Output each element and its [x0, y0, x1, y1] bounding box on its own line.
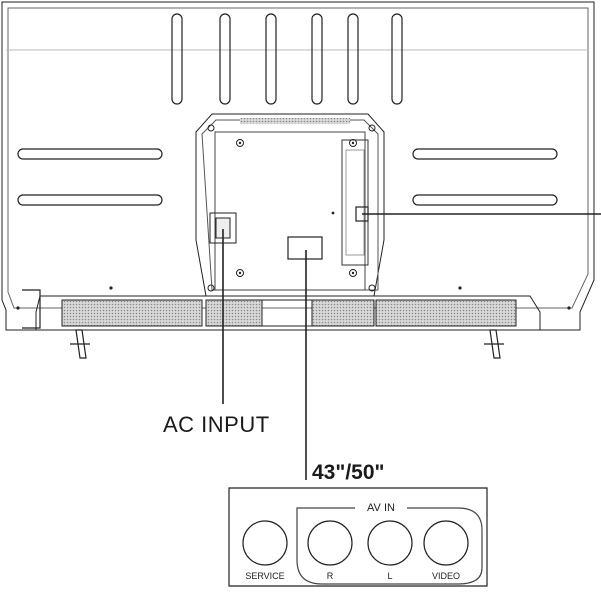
callout-lines: [222, 213, 601, 480]
tv-body: [1, 1, 595, 331]
jack-label-video: VIDEO: [432, 571, 460, 581]
jack-video: [423, 520, 469, 566]
jack-label-r: R: [327, 571, 334, 581]
stand-feet: [22, 289, 504, 359]
av-in-title-bg: [355, 500, 407, 514]
mounting-screws: [207, 124, 376, 292]
small-dots: [16, 141, 571, 310]
jack-service: [242, 520, 288, 566]
av-in-title: AV IN: [367, 502, 395, 514]
jack-l: [367, 520, 413, 566]
ac-input-label: AC INPUT: [163, 412, 270, 437]
ac-socket: [209, 212, 237, 244]
top-vent-slots: [171, 13, 403, 105]
jack-r: [307, 520, 353, 566]
av-panel-outline: [228, 487, 488, 587]
jack-label-service: SERVICE: [245, 571, 284, 581]
speaker-bar: [35, 295, 541, 331]
side-vent-slots: [17, 148, 558, 206]
av-jack-area: [287, 206, 369, 260]
jack-label-l: L: [387, 571, 392, 581]
model-size-label: 43"/50": [312, 461, 385, 484]
